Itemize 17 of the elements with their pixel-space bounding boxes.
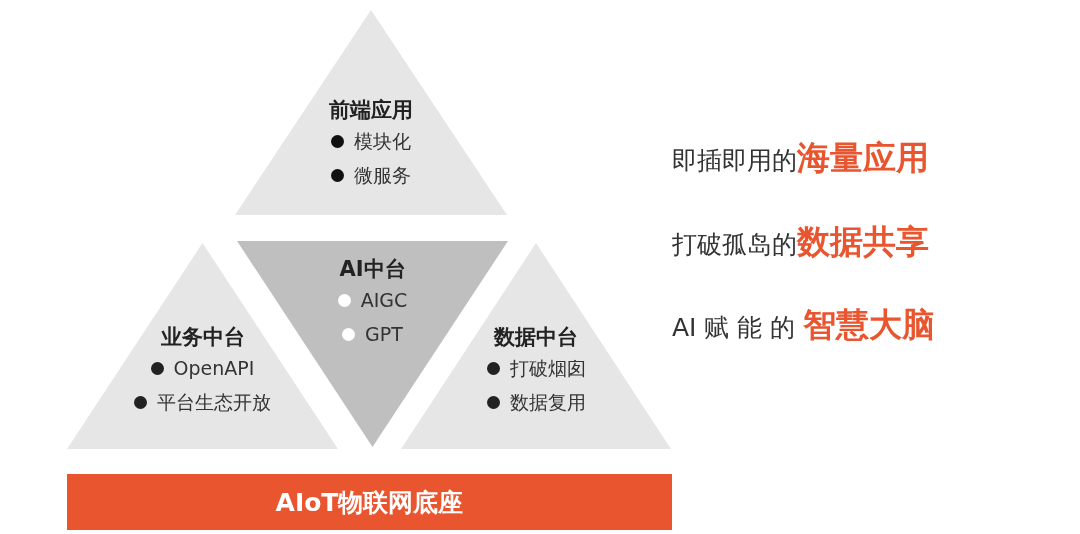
base-bar [67, 474, 672, 530]
heading: AI中台 [339, 256, 406, 283]
heading: 业务中台 [160, 324, 245, 351]
bullet-item: AIGC [337, 283, 408, 317]
heading: 前端应用 [329, 97, 413, 124]
slogan: AI 赋 能 的 智慧大脑 [672, 305, 936, 346]
bullet-item: GPT [342, 317, 403, 351]
bullet-item: OpenAPI [150, 351, 255, 385]
bullet-item: 微服务 [331, 158, 411, 192]
bullet-item: 平台生态开放 [134, 385, 271, 419]
bullet-item: 数据复用 [486, 385, 586, 419]
bullet-item: 打破烟囱 [486, 351, 586, 385]
slogan: 即插即用的海量应用 [672, 138, 929, 179]
bar-label: AIoT物联网底座 [275, 486, 464, 519]
heading: 数据中台 [494, 324, 578, 351]
bullet-item: 模块化 [331, 124, 411, 158]
slogan: 打破孤岛的数据共享 [672, 222, 929, 263]
